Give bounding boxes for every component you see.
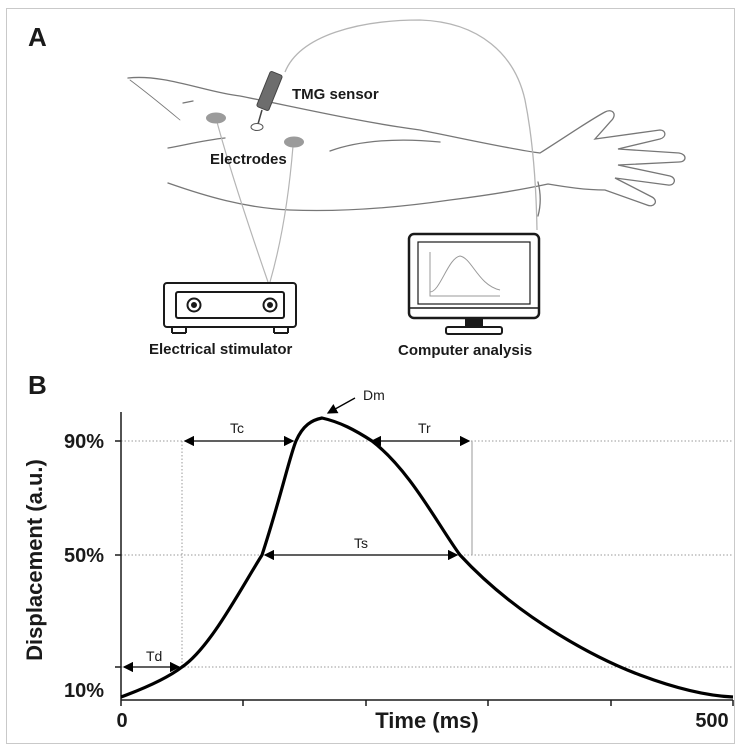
x-axis-title: Time (ms) bbox=[375, 708, 479, 733]
electrical-stimulator-icon bbox=[163, 282, 297, 334]
computer-label: Computer analysis bbox=[398, 342, 532, 359]
arm-illustration bbox=[127, 76, 686, 217]
electrode-right-icon bbox=[284, 136, 304, 148]
electrode-cable-right bbox=[269, 145, 294, 283]
axes bbox=[115, 412, 734, 706]
td-label: Td bbox=[146, 648, 162, 664]
x-tick-500: 500 bbox=[695, 710, 728, 732]
y-axis-title: Displacement (a.u.) bbox=[22, 459, 47, 661]
sensor-cable bbox=[284, 19, 538, 231]
figure-frame bbox=[6, 8, 735, 744]
tmg-sensor-label: TMG sensor bbox=[292, 86, 379, 103]
stimulator-label: Electrical stimulator bbox=[149, 341, 293, 358]
y-tick-90: 90% bbox=[64, 431, 104, 453]
dm-label: Dm bbox=[363, 387, 385, 403]
tr-label: Tr bbox=[418, 420, 431, 436]
x-tick-0: 0 bbox=[116, 710, 127, 732]
ts-label: Ts bbox=[354, 535, 368, 551]
computer-monitor-icon bbox=[407, 232, 541, 335]
tmg-sensor-icon bbox=[250, 71, 283, 131]
panel-a-label: A bbox=[28, 22, 47, 52]
y-tick-10: 10% bbox=[64, 680, 104, 702]
tc-label: Tc bbox=[230, 420, 244, 436]
displacement-curve bbox=[120, 416, 734, 699]
electrodes-label: Electrodes bbox=[210, 151, 287, 168]
electrode-cable-left bbox=[216, 121, 269, 283]
y-tick-50: 50% bbox=[64, 545, 104, 567]
panel-b-label: B bbox=[28, 370, 47, 400]
dm-arrow bbox=[326, 397, 356, 414]
electrode-left-icon bbox=[206, 112, 226, 124]
